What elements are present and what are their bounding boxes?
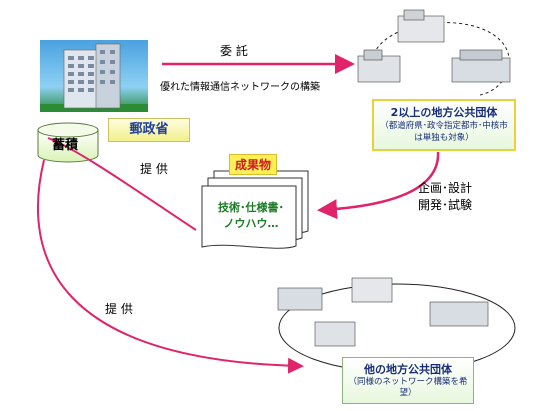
deliverables-text: 技術･仕様書･ ノウハウ…: [206, 200, 296, 232]
provide-upper-label: 提 供: [140, 162, 168, 176]
ministry-building-picture: [40, 40, 148, 112]
deliverables-line2: ノウハウ…: [223, 217, 279, 230]
other-gov-box: 他の地方公共団体 （同様のネットワーク構築を希望）: [342, 357, 474, 404]
deliverables-tag: 成果物: [229, 154, 278, 175]
deliverables-documents: [201, 170, 309, 249]
ministry-label: 郵政省: [108, 118, 190, 142]
design-line2: 開発･試験: [418, 198, 473, 212]
other-gov-title: 他の地方公共団体: [364, 363, 452, 376]
other-gov-buildings: [277, 277, 489, 347]
delegation-label: 委 託: [220, 44, 248, 58]
design-line1: 企画･設計: [418, 181, 473, 195]
local-gov-box: 2以上の地方公共団体 （都道府県･政令指定都市･中核市は単独も対象）: [372, 99, 516, 151]
storage-label: 蓄積: [52, 138, 79, 153]
other-gov-note: （同様のネットワーク構築を希望）: [348, 377, 468, 398]
local-gov-note: （都道府県･政令指定都市･中核市は単独も対象）: [380, 121, 508, 143]
local-gov-title: 2以上の地方公共団体: [390, 106, 498, 119]
network-caption: 優れた情報通信ネットワークの構築: [160, 82, 320, 93]
design-arrow: [317, 151, 440, 220]
storage-cylinder: [37, 122, 99, 163]
provide-lower-label: 提 供: [105, 302, 133, 316]
deliverables-line1: 技術･仕様書･: [218, 201, 284, 214]
provide-lower-arrow: [37, 159, 304, 374]
local-gov-buildings: [357, 9, 511, 83]
provide-upper-arrow: [47, 137, 197, 231]
design-label: 企画･設計 開発･試験: [418, 180, 472, 214]
